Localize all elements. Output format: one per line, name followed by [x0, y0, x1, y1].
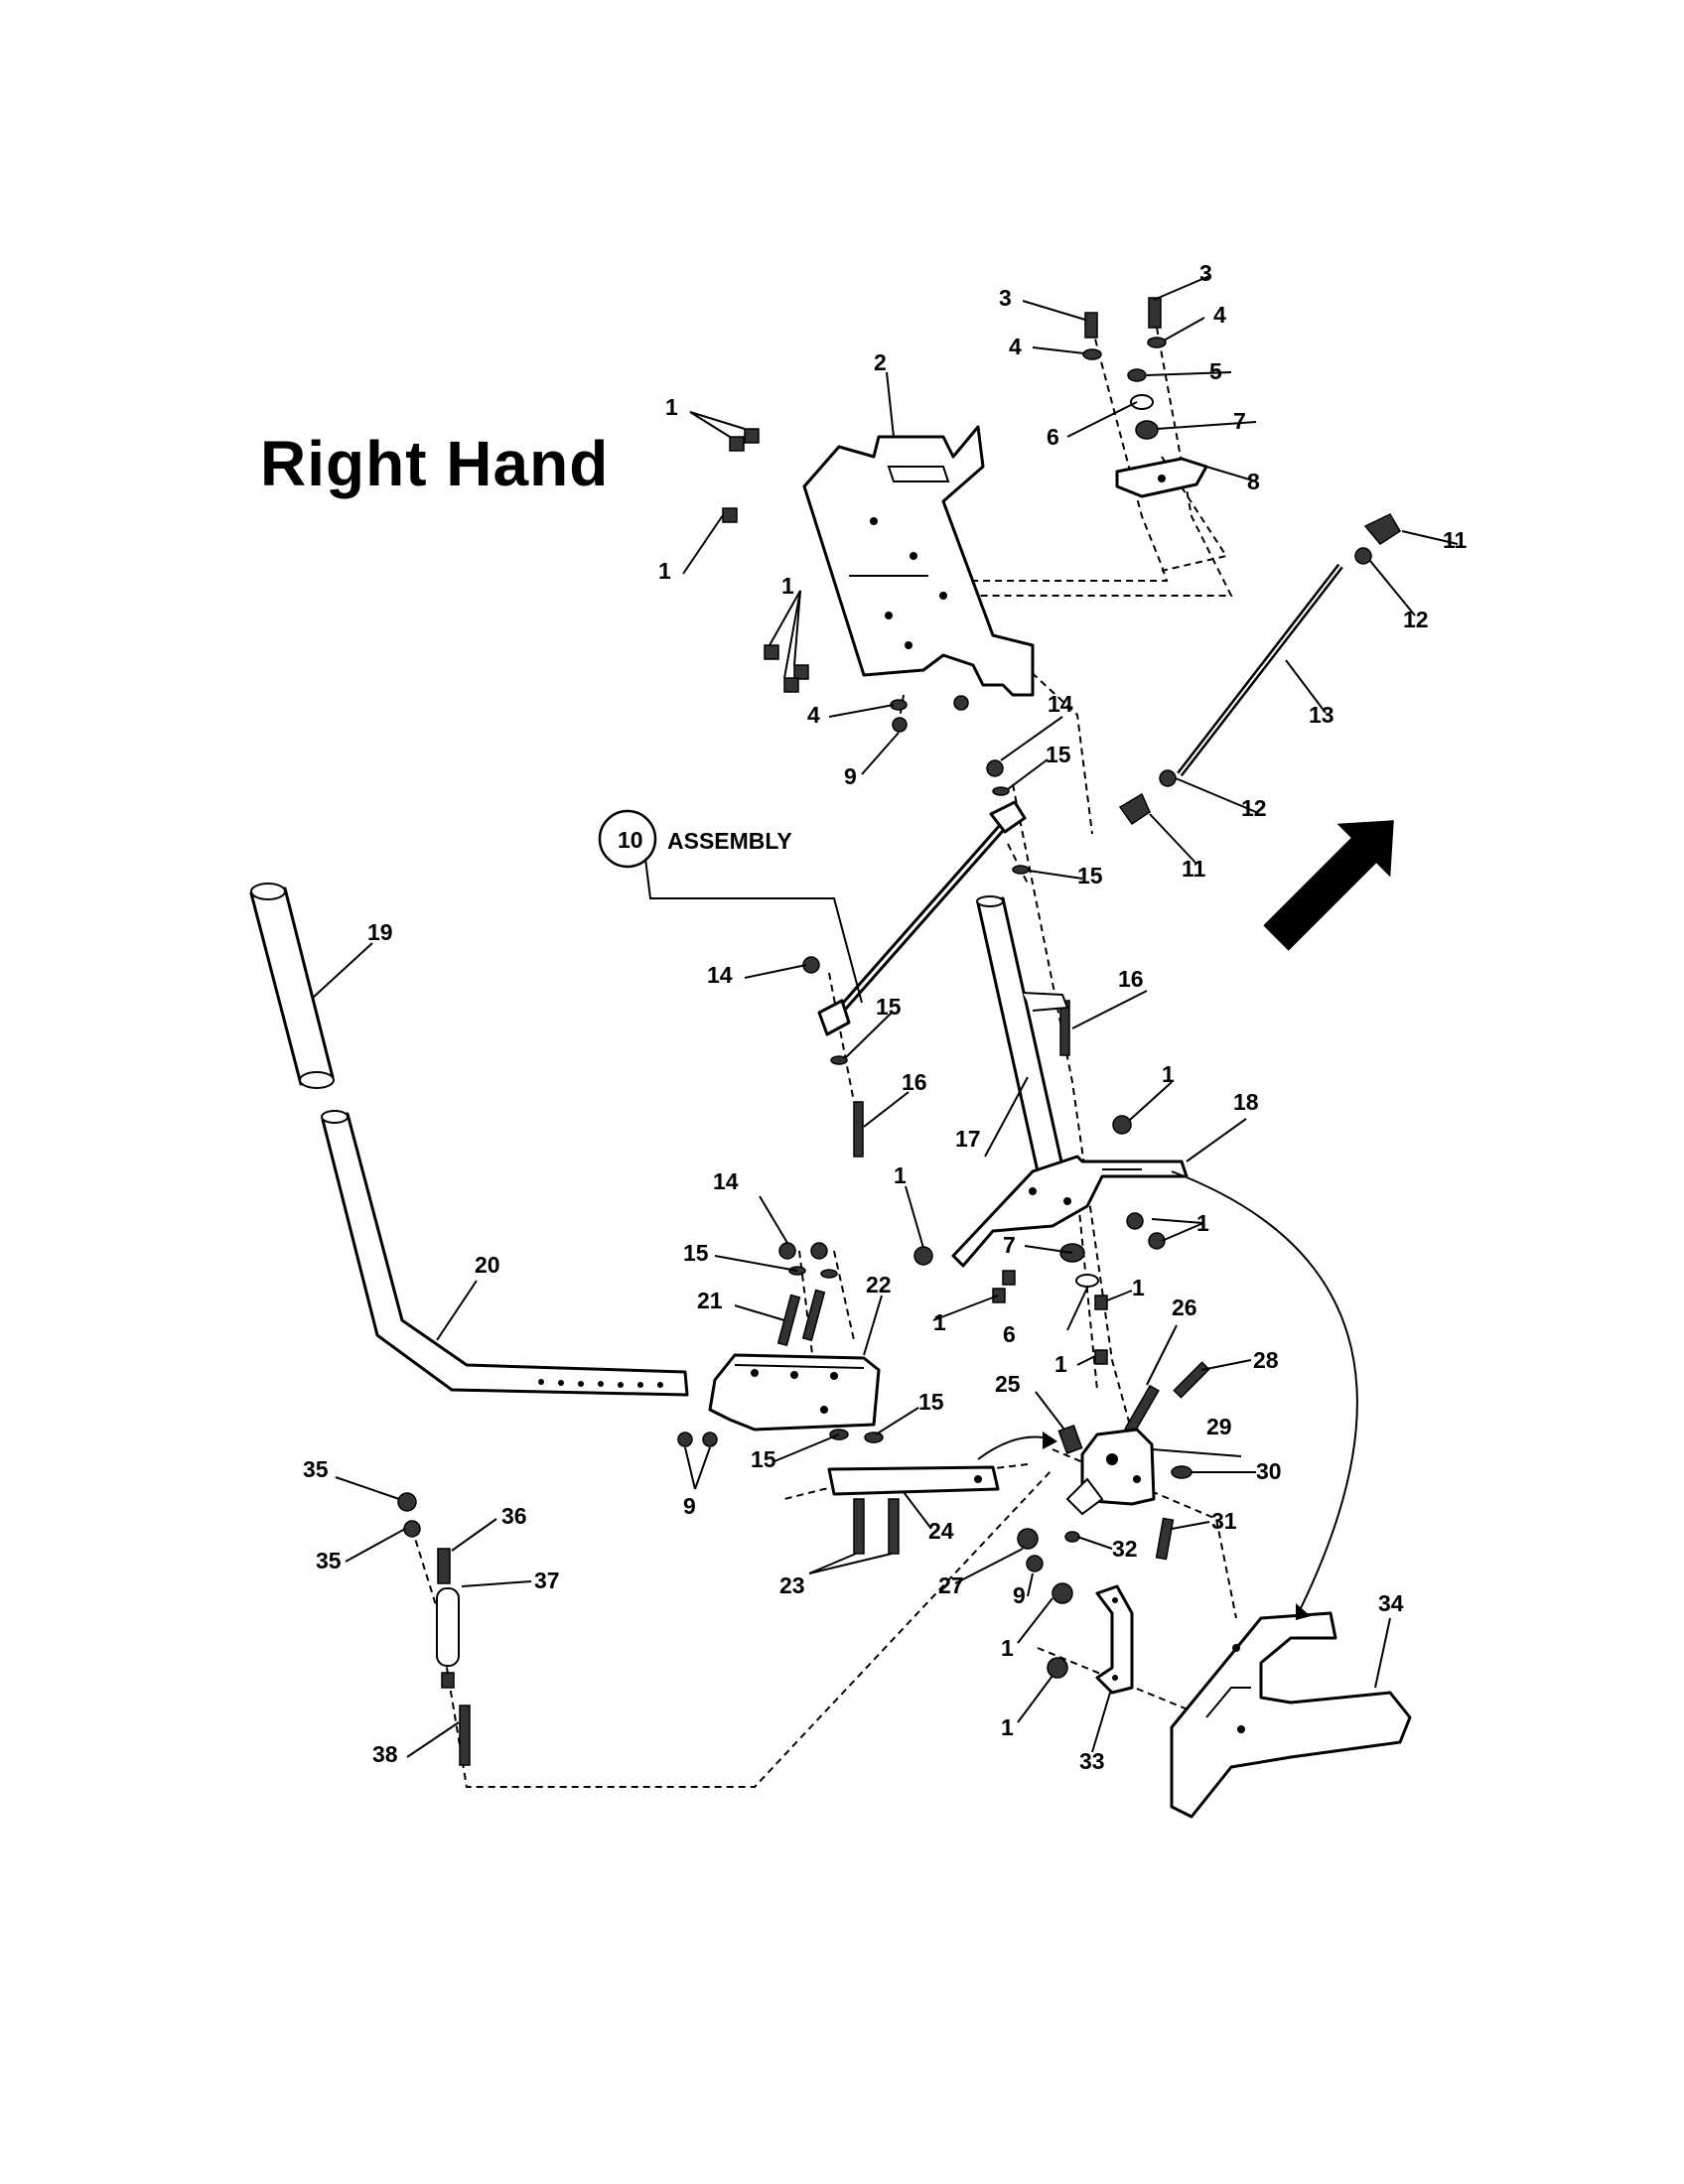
bolt-icon	[1148, 297, 1162, 329]
part-label: 32	[1112, 1536, 1138, 1562]
part-label: 26	[1172, 1295, 1197, 1320]
block-part-29[interactable]	[1065, 1428, 1156, 1516]
part-label: 7	[1003, 1232, 1016, 1258]
assembly-label: ASSEMBLY	[667, 828, 792, 854]
part-label: 1	[781, 573, 794, 599]
part-label: 28	[1253, 1347, 1279, 1373]
part-label: 8	[1247, 469, 1260, 494]
assembly-callout-circle	[598, 809, 657, 869]
bracket-part-18[interactable]	[951, 1155, 1189, 1268]
part-label: 16	[902, 1069, 927, 1095]
part-label: 1	[665, 394, 678, 420]
part-label: 36	[501, 1503, 527, 1529]
page-title: Right Hand	[260, 428, 610, 499]
assembly-number: 10	[618, 827, 643, 853]
link-assembly-part-10[interactable]	[598, 800, 1027, 1036]
part-label: 1	[1132, 1275, 1145, 1300]
part-label: 9	[1013, 1582, 1026, 1608]
part-label: 19	[367, 919, 393, 945]
rod-part-13[interactable]	[1177, 563, 1343, 777]
part-label: 1	[658, 558, 671, 584]
part-label: 11	[1182, 856, 1206, 882]
part-label: 1	[1196, 1210, 1209, 1236]
part-label: 18	[1233, 1089, 1259, 1115]
part-label: 17	[955, 1126, 981, 1152]
part-label: 12	[1403, 607, 1429, 632]
part-label: 24	[928, 1518, 954, 1544]
hardware	[397, 297, 1402, 1766]
part-label: 7	[1233, 408, 1246, 434]
part-label: 6	[1003, 1321, 1016, 1347]
leader-lines	[312, 275, 1459, 1758]
part-label: 30	[1256, 1458, 1282, 1484]
bar-part-24[interactable]	[827, 1432, 1057, 1496]
part-label: 15	[876, 994, 902, 1020]
part-label: 22	[866, 1272, 892, 1297]
part-label: 1	[1162, 1061, 1175, 1087]
part-label: 38	[372, 1741, 398, 1767]
part-label: 35	[316, 1548, 342, 1573]
part-label: 27	[938, 1572, 964, 1598]
part-label: 29	[1206, 1414, 1232, 1439]
spring-arc-arrowhead	[1296, 1603, 1311, 1620]
part-label: 23	[779, 1572, 805, 1598]
part-label: 14	[707, 962, 733, 988]
part-label: 1	[1001, 1714, 1014, 1740]
part-label: 9	[844, 763, 857, 789]
bracket-part-22[interactable]	[708, 1353, 881, 1432]
shaft-part-17[interactable]	[976, 895, 1069, 1173]
part-label: 1	[894, 1162, 907, 1188]
part-label: 14	[713, 1168, 739, 1194]
part-labels: 3 3 4 4 2 5 1 6 7 8 1 11 1 12 13 4 14 9 …	[303, 260, 1468, 1774]
part-label: 33	[1079, 1748, 1105, 1774]
part-label: 3	[1199, 260, 1212, 286]
part-label: 9	[683, 1493, 696, 1519]
part-label: 35	[303, 1456, 329, 1482]
part-label: 1	[933, 1309, 946, 1335]
part-label: 31	[1211, 1508, 1237, 1534]
part-label: 34	[1378, 1590, 1404, 1616]
part-label: 1	[1054, 1351, 1067, 1377]
part-label: 2	[874, 349, 887, 375]
part-label: 20	[475, 1252, 500, 1278]
pedal-part-34[interactable]	[1170, 1611, 1412, 1819]
assembly-dashed-lines	[411, 327, 1237, 1788]
part-label: 15	[1046, 742, 1071, 767]
handle-part-20[interactable]	[321, 1110, 689, 1397]
part-label: 4	[1213, 302, 1226, 328]
bolt-icon	[1084, 312, 1098, 339]
part-label: 16	[1118, 966, 1144, 992]
part-label: 3	[999, 285, 1012, 311]
part-label: 15	[1077, 863, 1103, 888]
part-label: 13	[1309, 702, 1334, 728]
bracket-part-33[interactable]	[1095, 1584, 1134, 1695]
part-label: 21	[697, 1288, 723, 1313]
part-label: 11	[1443, 527, 1468, 553]
part-label: 4	[1009, 334, 1022, 359]
part-label: 6	[1047, 424, 1059, 450]
spring-arc	[1171, 1170, 1358, 1609]
part-label: 12	[1241, 795, 1267, 821]
part-label: 1	[1001, 1635, 1014, 1661]
part-label: 25	[995, 1371, 1021, 1397]
part-label: 37	[534, 1568, 560, 1593]
part-label: 15	[751, 1446, 776, 1472]
part-label: 14	[1048, 691, 1073, 717]
part-label: 15	[683, 1240, 709, 1266]
part-label: 15	[918, 1389, 944, 1415]
plate-part-8[interactable]	[1115, 457, 1208, 498]
bracket-part-2[interactable]	[802, 425, 1035, 697]
to-front-arrow-icon	[1263, 820, 1394, 951]
part-label: 5	[1209, 358, 1222, 384]
part-label: 4	[807, 702, 820, 728]
grip-part-19[interactable]	[249, 883, 335, 1089]
